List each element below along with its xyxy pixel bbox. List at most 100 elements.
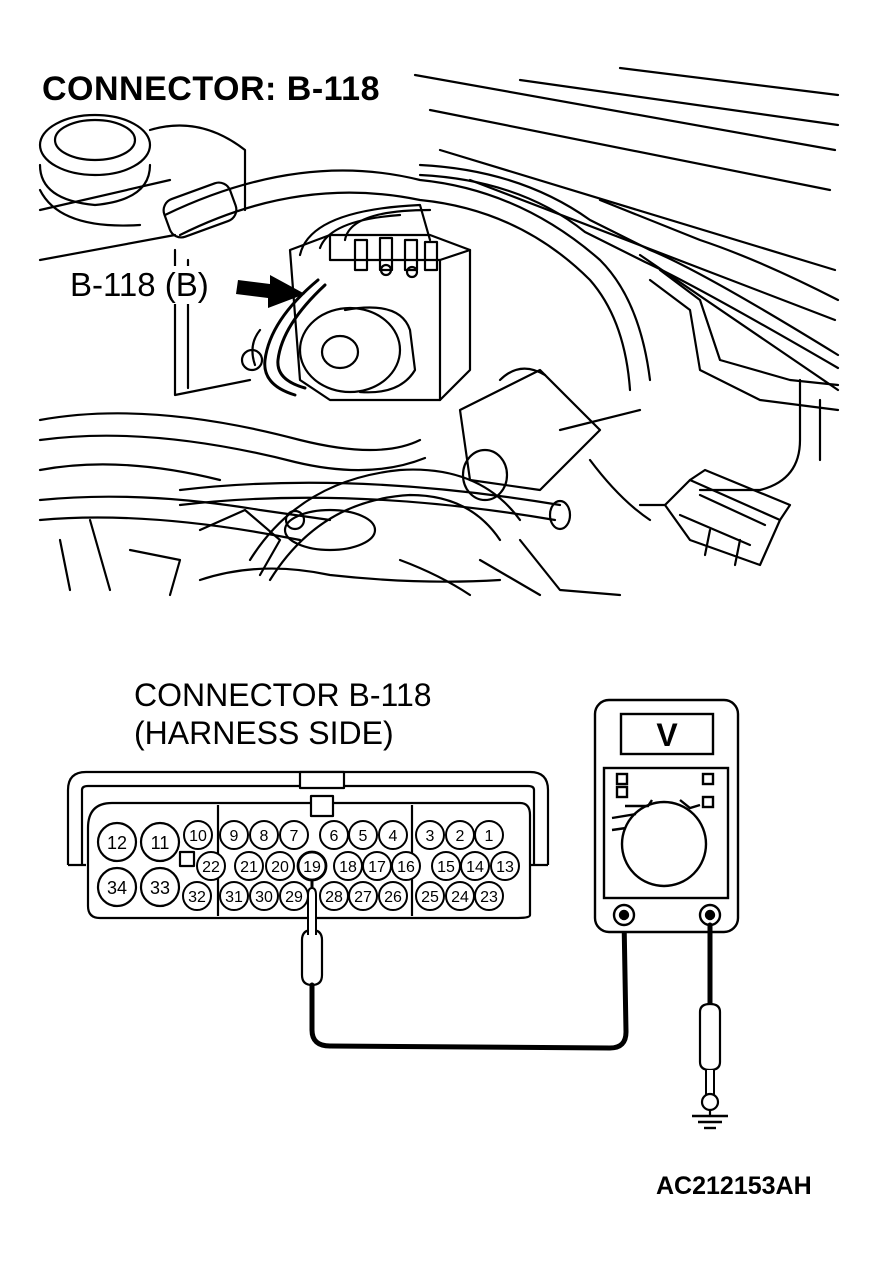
pin-label: 12	[107, 833, 127, 853]
pin-2: 2	[445, 820, 475, 850]
pin-socket	[474, 881, 504, 911]
pin-28: 28	[319, 881, 349, 911]
pin-label: 5	[359, 828, 368, 845]
test-lead-wire	[309, 915, 629, 1051]
pin-18: 18	[333, 851, 363, 881]
pin-label: 23	[480, 889, 498, 906]
pin-25: 25	[415, 881, 445, 911]
connector-view-title-line2: (HARNESS SIDE)	[134, 715, 394, 751]
connector-middle-row-pins: 22 21 20 19 18 17 16 15 14 13	[196, 850, 520, 882]
pin-13: 13	[490, 851, 520, 881]
pin-socket	[249, 820, 279, 850]
pin-socket	[196, 851, 226, 881]
pin-socket	[391, 851, 421, 881]
pin-socket	[378, 820, 408, 850]
figure-code: AC212153AH	[656, 1172, 812, 1200]
pin-label: 28	[325, 889, 343, 906]
pin-socket	[265, 851, 295, 881]
pin-7: 7	[279, 820, 309, 850]
pin-socket	[460, 851, 490, 881]
pin-9: 9	[219, 820, 249, 850]
pin-22: 22	[196, 851, 226, 881]
pin-3: 3	[415, 820, 445, 850]
connector-callout-label: B-118 (B)	[66, 266, 213, 304]
pin-32: 32	[182, 881, 212, 911]
pin-8: 8	[249, 820, 279, 850]
pin-6: 6	[319, 820, 349, 850]
pin-21: 21	[234, 851, 264, 881]
pin-14: 14	[460, 851, 490, 881]
pin-label: 2	[456, 828, 465, 845]
pin-30: 30	[249, 881, 279, 911]
pin-socket	[234, 851, 264, 881]
pin-label: 11	[151, 833, 170, 853]
pin-15: 15	[431, 851, 461, 881]
pin-label: 15	[437, 859, 455, 876]
pin-label: 25	[421, 889, 439, 906]
pin-label: 13	[496, 859, 514, 876]
pin-label: 16	[397, 859, 415, 876]
pin-19: 19	[296, 850, 328, 882]
pin-1: 1	[474, 820, 504, 850]
connector-bottom-row-pins: 32 31 30 29 28 27 26 25 24 23	[182, 881, 504, 911]
pin-label: 9	[230, 828, 239, 845]
pin-34: 34	[96, 866, 138, 908]
pin-33: 33	[139, 866, 181, 908]
engine-bay-illustration	[38, 66, 840, 597]
meter-display	[619, 712, 715, 756]
pin-socket	[279, 820, 309, 850]
pin-17: 17	[362, 851, 392, 881]
pin-socket	[219, 881, 249, 911]
pin-socket	[415, 820, 445, 850]
pin-socket	[219, 820, 249, 850]
pin-label: 27	[354, 889, 372, 906]
pin-socket	[182, 881, 212, 911]
pin-socket	[415, 881, 445, 911]
pin-socket	[348, 881, 378, 911]
pin-socket	[378, 881, 408, 911]
pin-label: 21	[240, 859, 258, 876]
pin-label: 10	[189, 828, 207, 845]
pin-label: 14	[466, 859, 484, 876]
test-probe	[300, 880, 324, 987]
pin-27: 27	[348, 881, 378, 911]
pin-20: 20	[265, 851, 295, 881]
pin-label: 4	[389, 828, 398, 845]
pin-socket	[348, 820, 378, 850]
pin-label: 32	[188, 889, 206, 906]
pin-10: 10	[183, 820, 213, 850]
pin-label: 18	[339, 859, 357, 876]
pin-label: 1	[485, 828, 494, 845]
pin-label: 31	[225, 889, 243, 906]
pin-label: 17	[368, 859, 386, 876]
pin-label: 26	[384, 889, 402, 906]
connector-large-pins: 12 11 34 33	[96, 821, 181, 908]
pin-label: 20	[271, 859, 289, 876]
pin-socket	[474, 820, 504, 850]
pin-label: 33	[150, 878, 170, 898]
pin-26: 26	[378, 881, 408, 911]
pin-16: 16	[391, 851, 421, 881]
connector-view-title-line1: CONNECTOR B-118	[134, 677, 432, 713]
meter-dial	[620, 800, 708, 888]
pin-socket	[183, 820, 213, 850]
callout-arrow	[236, 275, 305, 308]
connector-top-row-pins: 10 9 8 7 6 5 4 3 2 1	[183, 820, 504, 850]
meter-mode-symbol: V	[656, 717, 678, 753]
pin-4: 4	[378, 820, 408, 850]
pin-29: 29	[279, 881, 309, 911]
pin-label: 7	[290, 828, 299, 845]
connector-view-title: CONNECTOR B-118 (HARNESS SIDE)	[134, 676, 432, 752]
pin-label: 19	[303, 859, 321, 876]
ground-lead	[698, 922, 722, 1118]
pin-label: 3	[426, 828, 435, 845]
ground-symbol	[692, 1114, 728, 1130]
pin-label: 22	[202, 859, 220, 876]
pin-label: 30	[255, 889, 273, 906]
pin-label: 24	[451, 889, 469, 906]
pin-label: 6	[330, 828, 339, 845]
pin-5: 5	[348, 820, 378, 850]
pin-label: 8	[260, 828, 269, 845]
